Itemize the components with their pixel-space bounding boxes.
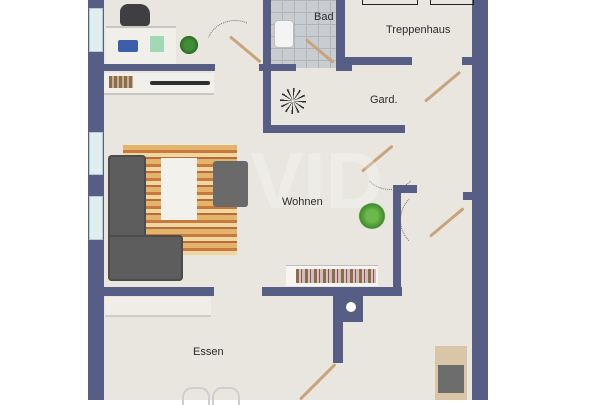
window xyxy=(89,8,103,52)
wall xyxy=(100,64,215,71)
wall xyxy=(462,57,476,65)
sink-icon xyxy=(274,20,294,48)
books-icon xyxy=(109,76,133,88)
window xyxy=(89,132,103,175)
room-label-garderobe: Gard. xyxy=(370,94,398,106)
wall xyxy=(336,64,352,71)
door-swing-arc xyxy=(400,190,460,250)
laptop-icon xyxy=(118,40,138,52)
sideboard-icon xyxy=(105,297,211,317)
coffee-table-icon xyxy=(161,158,197,220)
room-label-wohnen: Wohnen xyxy=(282,196,323,208)
window xyxy=(89,196,103,240)
wall xyxy=(262,287,402,296)
chair-icon xyxy=(212,387,240,405)
door-swing-arc xyxy=(360,130,420,190)
stove-icon xyxy=(438,365,464,393)
sofa-icon xyxy=(108,235,183,281)
plant-icon xyxy=(358,203,386,229)
wall xyxy=(100,287,214,296)
coat-rack-icon xyxy=(280,88,306,114)
room-label-essen: Essen xyxy=(193,346,224,358)
chair-icon xyxy=(182,387,210,405)
wall xyxy=(263,125,405,133)
tv-icon xyxy=(150,81,210,85)
room-label-bad: Bad xyxy=(314,11,334,23)
wall xyxy=(336,0,345,70)
chimney-icon xyxy=(346,302,356,312)
books-icon xyxy=(296,269,376,283)
wall xyxy=(336,57,412,65)
room-label-treppenhaus: Treppenhaus xyxy=(386,24,451,36)
wall xyxy=(333,287,343,363)
wall xyxy=(263,64,296,71)
outer-wall-right xyxy=(472,0,488,400)
armchair-icon xyxy=(213,161,248,207)
paper-icon xyxy=(150,36,164,52)
wall xyxy=(263,64,271,132)
wall xyxy=(393,185,401,295)
office-chair-icon xyxy=(120,4,150,26)
watermark: VID xyxy=(250,136,384,225)
wall xyxy=(463,192,477,200)
stairs-icon xyxy=(430,0,474,5)
wall xyxy=(263,0,271,70)
wall xyxy=(393,185,417,193)
plant-icon xyxy=(180,36,198,54)
desk-icon xyxy=(106,26,176,64)
stairs-icon xyxy=(362,0,418,5)
